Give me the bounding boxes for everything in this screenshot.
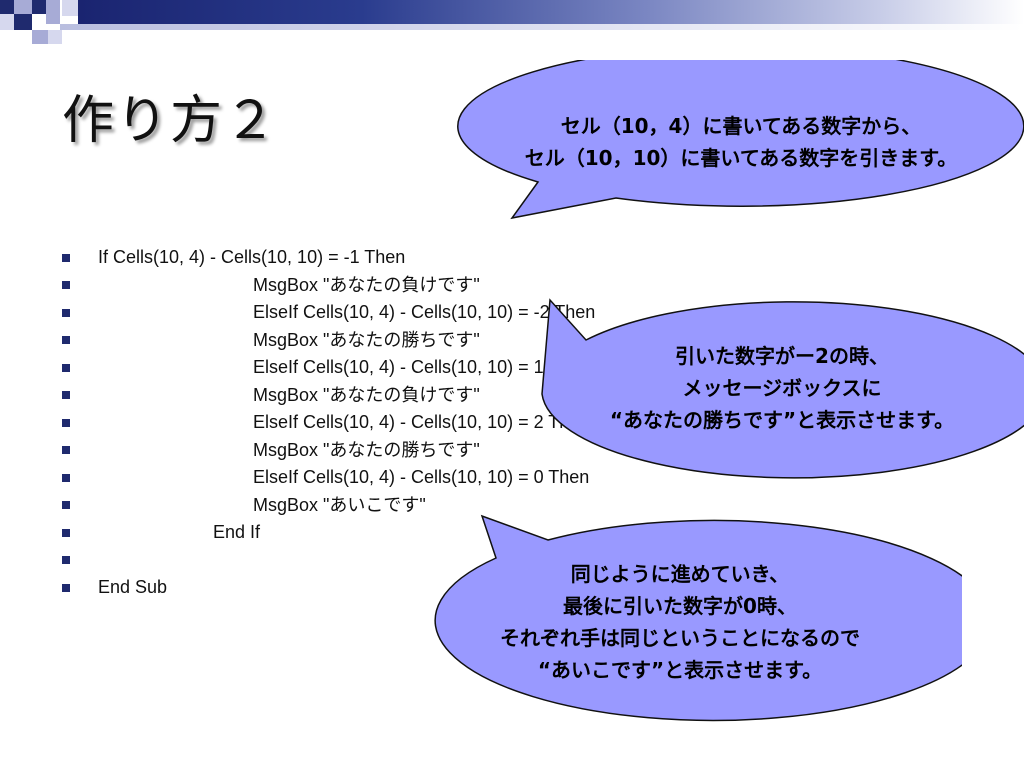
- code-list: If Cells(10, 4) - Cells(10, 10) = -1 The…: [62, 244, 595, 602]
- list-item: ElseIf Cells(10, 4) - Cells(10, 10) = 2 …: [62, 409, 595, 437]
- deco-square: [32, 0, 46, 14]
- code-line: ElseIf Cells(10, 4) - Cells(10, 10) = 2 …: [253, 412, 590, 432]
- callout-line: “あいこです”と表示させます。: [537, 658, 823, 682]
- header-band: [78, 0, 1024, 24]
- bullet-icon: [62, 336, 70, 345]
- callout-line: メッセージボックスに: [682, 376, 882, 400]
- callout-shape: [541, 298, 1024, 479]
- code-line: MsgBox "あなたの勝ちです": [253, 329, 480, 350]
- code-line: MsgBox "あなたの勝ちです": [253, 439, 480, 460]
- page-title: 作り方２: [62, 91, 279, 151]
- list-item: ElseIf Cells(10, 4) - Cells(10, 10) = 1 …: [62, 354, 595, 382]
- code-line: MsgBox "あなたの負けです": [253, 384, 480, 405]
- callout-line: 最後に引いた数字が0時、: [563, 594, 797, 618]
- callout-line: 引いた数字がー2の時、: [675, 344, 889, 368]
- bullet-icon: [62, 583, 70, 592]
- list-item: MsgBox "あいこです": [62, 492, 595, 520]
- deco-square: [0, 0, 14, 14]
- deco-square: [14, 0, 32, 14]
- list-item: End If: [62, 519, 595, 547]
- code-line: ElseIf Cells(10, 4) - Cells(10, 10) = -2…: [253, 302, 596, 322]
- deco-square: [14, 14, 32, 30]
- callout-bubble-top: [457, 60, 1024, 220]
- callout-text-top: セル（10，4）に書いてある数字から、 セル（10，10）に書いてある数字を引き…: [458, 110, 1024, 174]
- list-item: ElseIf Cells(10, 4) - Cells(10, 10) = -2…: [62, 299, 595, 327]
- header-rule: [60, 24, 1024, 30]
- list-item: MsgBox "あなたの勝ちです": [62, 327, 595, 355]
- bullet-icon: [62, 418, 70, 427]
- bullet-icon: [62, 473, 70, 482]
- callout-text-middle: 引いた数字がー2の時、 メッセージボックスに “あなたの勝ちです”と表示させます…: [540, 340, 1024, 436]
- bullet-icon: [62, 391, 70, 400]
- list-item: MsgBox "あなたの負けです": [62, 272, 595, 300]
- deco-square: [46, 0, 60, 24]
- callout-shape: [457, 60, 1024, 220]
- callout-line: セル（10，4）に書いてある数字から、: [560, 114, 922, 138]
- bullet-icon: [62, 556, 70, 565]
- code-line: ElseIf Cells(10, 4) - Cells(10, 10) = 0 …: [253, 467, 590, 487]
- deco-square: [48, 30, 62, 44]
- callout-shape: [434, 514, 962, 722]
- bullet-icon: [62, 446, 70, 455]
- deco-square: [62, 0, 78, 16]
- list-item: MsgBox "あなたの負けです": [62, 382, 595, 410]
- code-line: MsgBox "あいこです": [253, 494, 426, 515]
- callout-line: それぞれ手は同じということになるので: [500, 626, 860, 650]
- bullet-icon: [62, 528, 70, 537]
- deco-square: [32, 30, 48, 44]
- list-item: If Cells(10, 4) - Cells(10, 10) = -1 The…: [62, 244, 595, 272]
- code-line: End If: [213, 522, 261, 542]
- code-line: ElseIf Cells(10, 4) - Cells(10, 10) = 1 …: [253, 357, 590, 377]
- bullet-icon: [62, 308, 70, 317]
- code-line: MsgBox "あなたの負けです": [253, 274, 480, 295]
- callout-line: “あなたの勝ちです”と表示させます。: [609, 408, 955, 432]
- bullet-icon: [62, 501, 70, 510]
- bullet-icon: [62, 281, 70, 290]
- bullet-icon: [62, 253, 70, 262]
- callout-line: セル（10，10）に書いてある数字を引きます。: [524, 146, 958, 170]
- callout-text-bottom: 同じように進めていき、 最後に引いた数字が0時、 それぞれ手は同じということにな…: [410, 558, 950, 686]
- callout-line: 同じように進めていき、: [570, 562, 790, 586]
- list-item: ElseIf Cells(10, 4) - Cells(10, 10) = 0 …: [62, 464, 595, 492]
- bullet-icon: [62, 363, 70, 372]
- callout-bubble-bottom: [434, 514, 962, 722]
- list-item: End Sub: [62, 574, 595, 602]
- code-line: If Cells(10, 4) - Cells(10, 10) = -1 The…: [98, 247, 406, 267]
- code-line: End Sub: [98, 577, 168, 597]
- list-item: MsgBox "あなたの勝ちです": [62, 437, 595, 465]
- deco-square: [0, 14, 14, 30]
- callout-bubble-middle: [541, 298, 1024, 479]
- list-item: [62, 547, 595, 575]
